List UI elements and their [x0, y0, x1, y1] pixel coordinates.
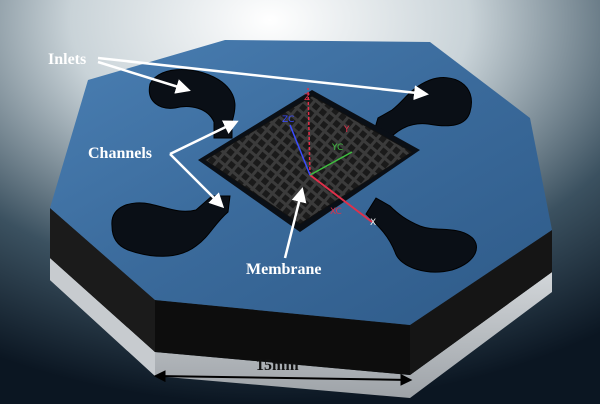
channels-arrow-up [169, 120, 239, 156]
central-well [198, 90, 420, 232]
axis-label-yc: YC [331, 143, 343, 153]
membrane-mesh [204, 95, 413, 225]
axis-label-x: X [370, 218, 376, 228]
membrane-arrow [283, 187, 307, 259]
channels-arrow-down [169, 153, 225, 209]
annotation-arrows [97, 56, 429, 259]
inlets-arrow-right [97, 56, 429, 101]
inlets-label: Inlets [48, 51, 86, 68]
axis-label-xc: XC [330, 207, 342, 217]
axis-label-z: Z [304, 93, 310, 103]
inlet-top-right [371, 77, 472, 139]
inlet-bottom-right [365, 197, 477, 273]
membrane-label: Membrane [246, 261, 322, 278]
channels-label: Channels [88, 145, 152, 162]
axis-label-zc: ZC [282, 115, 294, 125]
chip-side-walls [50, 208, 552, 375]
inlet-bottom-left [111, 195, 231, 257]
base-layer [50, 258, 552, 398]
coordinate-axes: Z ZC YC XC X Y [282, 87, 376, 228]
dimension-label: 15mm [256, 357, 299, 374]
dimension-indicator: 15mm [153, 357, 413, 386]
inlets-arrow-left [97, 60, 191, 94]
channels-and-inlets [111, 69, 477, 273]
axis-label-y: Y [343, 125, 350, 135]
